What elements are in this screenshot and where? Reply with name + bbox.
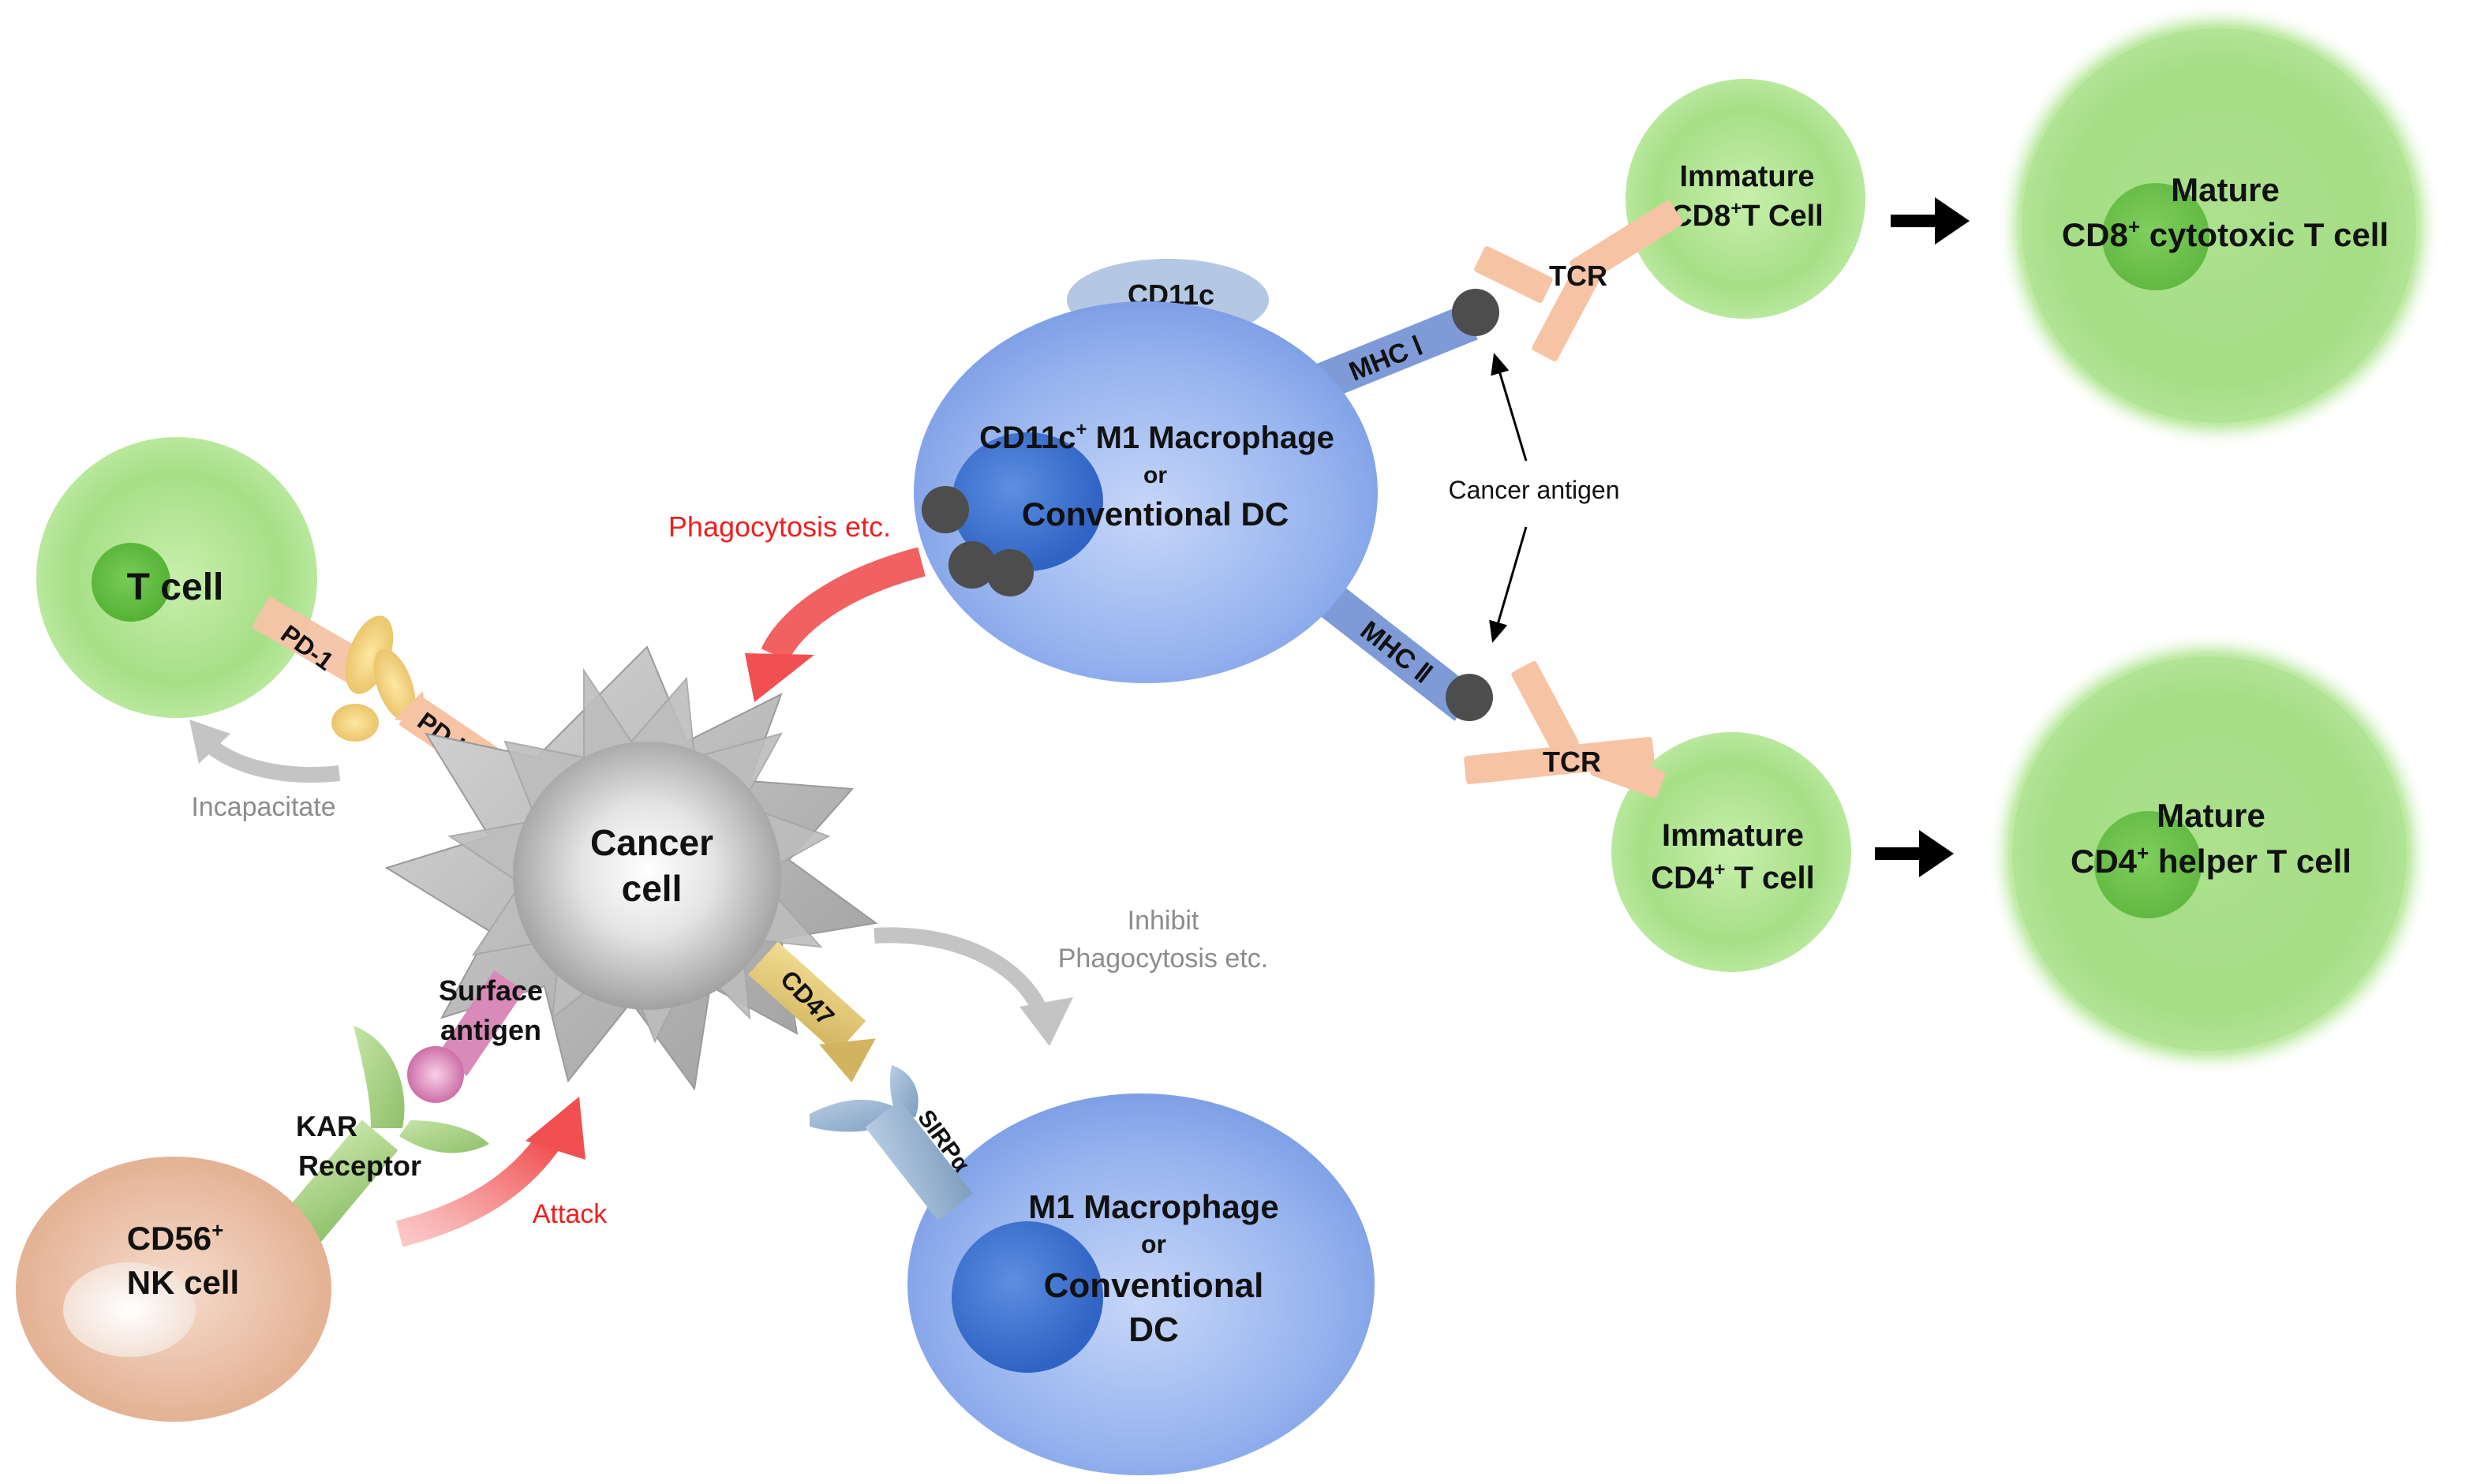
apc-bottom-cell: M1 Macrophage or Conventional DC xyxy=(907,1093,1375,1475)
inhibit-label-1: Inhibit xyxy=(1128,906,1199,936)
kar-label-1: KAR xyxy=(296,1110,357,1142)
mature-cd4-cell: Mature CD4+ helper T cell xyxy=(1987,631,2432,1076)
tcr-bottom-receptor: TCR xyxy=(1464,660,1666,798)
inhibit-arrow: Inhibit Phagocytosis etc. xyxy=(874,906,1268,1046)
mature-cd8-cell: Mature CD8+ cytotoxic T cell xyxy=(1996,3,2441,448)
surface-antigen: Surface antigen xyxy=(407,970,543,1103)
apc-top-cell: CD11c+ M1 Macrophage or Conventional DC xyxy=(914,301,1378,683)
mature-cd8-label-2: CD8+ cytotoxic T cell xyxy=(2062,215,2389,253)
phagocytosis-arrow: Phagocytosis etc. xyxy=(668,510,926,702)
t-cell-label: T cell xyxy=(127,566,224,608)
nk-cell-nucleus xyxy=(63,1262,196,1357)
phagocytosis-label: Phagocytosis etc. xyxy=(668,510,891,543)
tcr-top-label: TCR xyxy=(1549,260,1607,292)
cancer-antigen-label: Cancer antigen xyxy=(1448,476,1619,504)
cancer-antigen-annotation: Cancer antigen xyxy=(1448,353,1620,643)
mature-cd8-nucleus xyxy=(2102,183,2209,290)
immature-cd8-label-1: Immature xyxy=(1679,160,1814,193)
t-cell: T cell xyxy=(36,437,317,718)
apc-top-label-1: CD11c+ M1 Macrophage xyxy=(979,419,1334,455)
immature-cd4-label-2: CD4+ T cell xyxy=(1651,859,1814,895)
kar-receptor: KAR Receptor xyxy=(280,1026,489,1247)
sirpa-receptor: SIRPα xyxy=(810,1065,975,1221)
apc-bottom-label-4: DC xyxy=(1128,1310,1179,1349)
engulfed-antigen-dot xyxy=(948,541,996,589)
apc-bottom-label-3: Conventional xyxy=(1044,1266,1264,1305)
nk-cell-label-1: CD56+ xyxy=(127,1218,224,1257)
tcr-bottom-label: TCR xyxy=(1543,746,1601,778)
surface-antigen-label-1: Surface xyxy=(439,974,543,1007)
apc-bottom-nucleus xyxy=(952,1221,1103,1373)
immature-cd4-label-1: Immature xyxy=(1662,818,1804,853)
immature-cd4-cell: Immature CD4+ T cell xyxy=(1611,732,1851,972)
engulfed-antigen-dot xyxy=(986,549,1034,596)
apc-top-nucleus xyxy=(952,432,1103,571)
nk-cell: CD56+ NK cell xyxy=(16,1157,331,1422)
incapacitate-arrow: Incapacitate xyxy=(189,720,341,822)
mhc2-antigen-dot xyxy=(1446,674,1493,721)
mhc1-antigen-dot xyxy=(1452,289,1499,336)
t-cell-nucleus xyxy=(92,543,170,622)
mature-cd4-label-1: Mature xyxy=(2157,797,2265,834)
cancer-cell-label-2: cell xyxy=(622,868,683,909)
mature-cd4-nucleus xyxy=(2094,811,2202,918)
mhc2-molecule: MHC Ⅱ xyxy=(1316,583,1493,721)
cancer-cell-label-1: Cancer xyxy=(590,822,713,863)
attack-arrow: Attack xyxy=(395,1097,608,1247)
inhibit-label-2: Phagocytosis etc. xyxy=(1058,944,1268,974)
engulfed-antigen-dot xyxy=(922,486,969,533)
attack-label: Attack xyxy=(533,1199,608,1229)
maturation-arrow-cd8 xyxy=(1891,197,1970,245)
incapacitate-label: Incapacitate xyxy=(191,792,335,822)
tcr-top-receptor: TCR xyxy=(1474,200,1683,362)
mature-cd8-label-1: Mature xyxy=(2171,171,2280,208)
immature-cd8-label-2: CD8+T Cell xyxy=(1670,198,1824,233)
immature-cd8-cell: Immature CD8+T Cell xyxy=(1626,79,1865,319)
apc-bottom-label-1: M1 Macrophage xyxy=(1028,1188,1278,1225)
surface-antigen-label-2: antigen xyxy=(440,1014,541,1046)
apc-top-label-3: Conventional DC xyxy=(1022,495,1289,533)
apc-bottom-label-or: or xyxy=(1141,1230,1166,1258)
mature-cd4-label-2: CD4+ helper T cell xyxy=(2071,841,2351,880)
kar-label-2: Receptor xyxy=(298,1149,421,1182)
maturation-arrow-cd4 xyxy=(1875,830,1954,877)
apc-top-label-or: or xyxy=(1143,462,1167,488)
nk-cell-label-2: NK cell xyxy=(127,1264,239,1301)
